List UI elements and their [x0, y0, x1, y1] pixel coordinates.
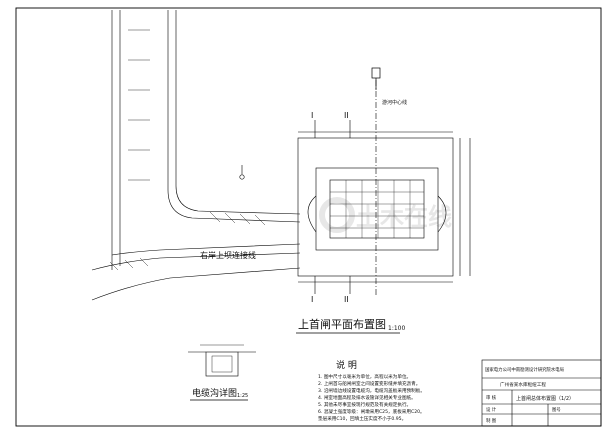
title-block-check-label: 审 核 [486, 394, 497, 401]
title-block-company: 国家电力公司中南勘测设计研究院水电局 [485, 366, 564, 373]
watermark-logo: 土木在线 [319, 197, 452, 233]
note-line: 垫层采用C10，回填土压实度不小于0.95。 [318, 415, 406, 422]
section-label-1: I [311, 111, 313, 120]
svg-text:土木在线: 土木在线 [356, 203, 452, 231]
note-line: 2. 上闸首与船闸闸室之间设置变形缝并填充沥青。 [318, 380, 420, 387]
title-block-drawing-no: 图号 [552, 407, 561, 413]
flow-label: 游河中心线 [382, 99, 407, 106]
section-label-3: I [311, 295, 313, 304]
sheet-border [15, 7, 602, 427]
main-title: 上首闸平面布置图 [298, 317, 386, 331]
note-line: 6. 混凝土强度等级：闸墩采用C25，底板采用C20。 [318, 408, 425, 415]
detail-title: 电缆沟详图 [192, 387, 237, 399]
section-label-2: II [344, 111, 349, 120]
note-line: 5. 其他未尽事宜按现行规范及有关规定执行。 [318, 401, 411, 408]
notes-heading: 说 明 [336, 359, 357, 371]
title-block-drawing-name: 上首闸总体布置图（1/2） [516, 395, 574, 402]
note-line: 3. 沿闸墙边线设置电缆沟，电缆沟盖板采用预制板。 [318, 387, 425, 394]
north-arrow-icon [371, 67, 381, 90]
notes-list: 1. 图中尺寸以毫米为单位，高程以米为单位。 2. 上闸首与船闸闸室之间设置变形… [318, 373, 425, 422]
cable-trench-detail [188, 344, 256, 377]
title-block-project: 广州省某水库枢纽工程 [500, 381, 546, 388]
note-line: 1. 图中尺寸以毫米为单位，高程以米为单位。 [318, 373, 411, 380]
road-plan [91, 10, 301, 301]
detail-scale: 1:25 [237, 393, 248, 399]
title-block [481, 359, 602, 427]
gate-plan [297, 80, 471, 295]
note-line: 4. 闸室地面高程及排水设施详见相关专业图纸。 [318, 394, 416, 401]
title-block-draw-label: 制 图 [486, 417, 497, 424]
title-block-design-label: 设 计 [486, 406, 497, 413]
main-scale: 1:100 [388, 325, 405, 332]
section-label-4: II [344, 295, 349, 304]
road-label: 右岸上坝连接线 [200, 250, 256, 260]
